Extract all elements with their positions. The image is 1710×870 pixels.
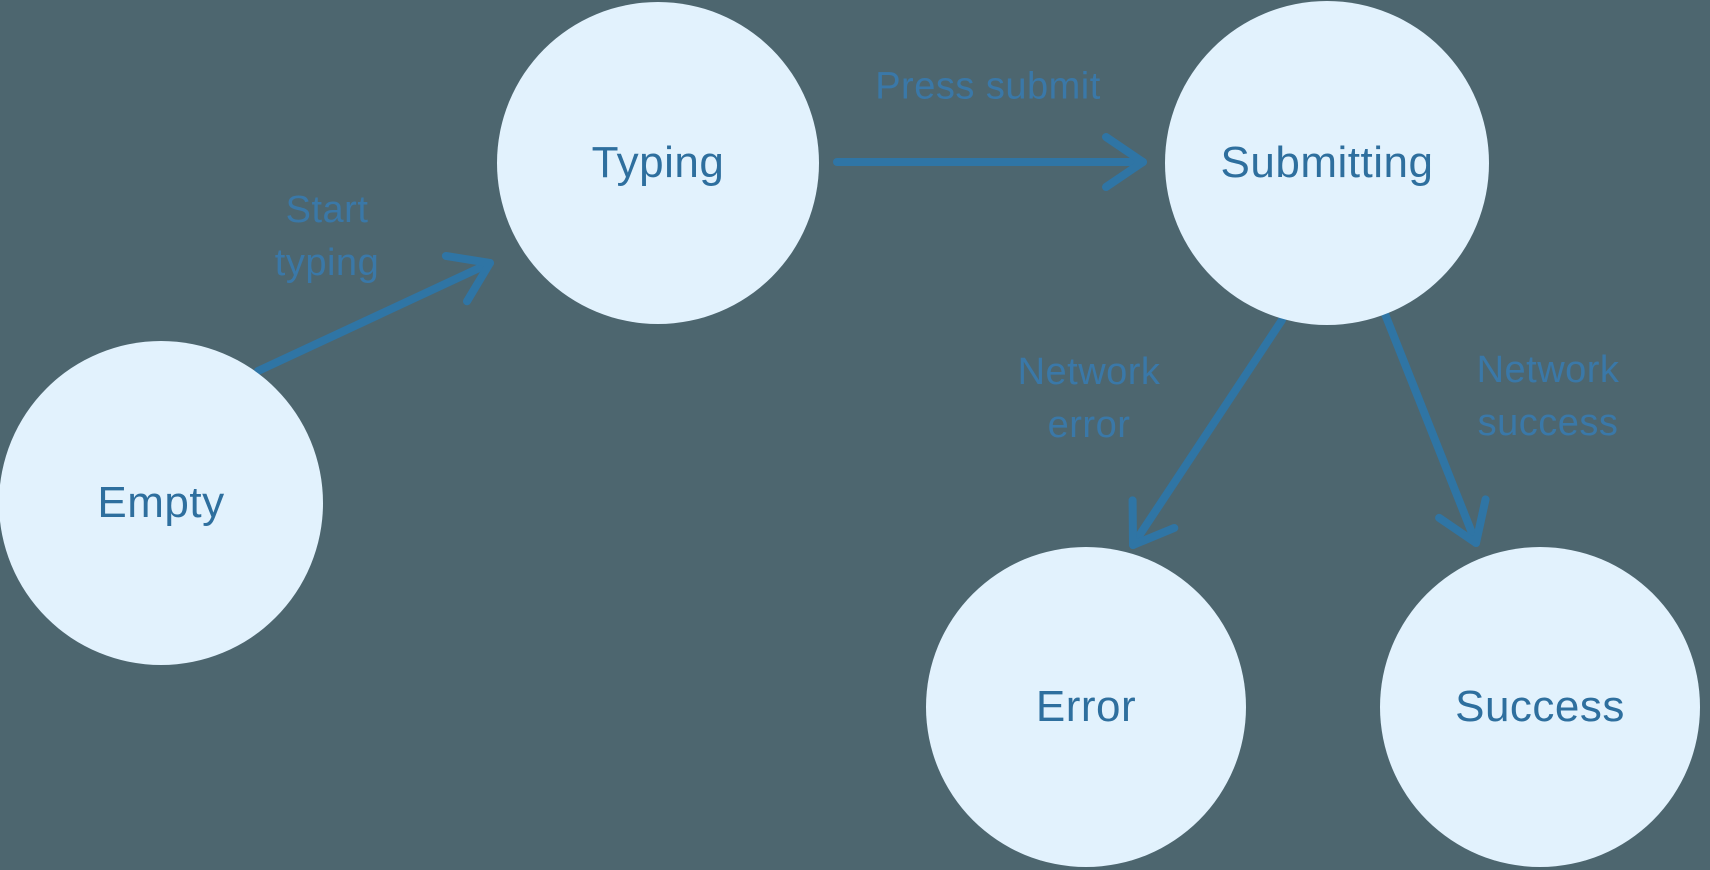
state-label-submitting: Submitting <box>1220 138 1434 187</box>
transition-label-line: Network <box>1017 351 1161 393</box>
transition-label-line: Start <box>285 189 369 231</box>
transition-label-press-submit: Press submit <box>875 61 1101 114</box>
state-label-success: Success <box>1455 682 1625 731</box>
transition-label-network-error: Network error <box>1018 346 1161 452</box>
arrow-submitting-to-success <box>1381 310 1490 547</box>
transition-label-line: typing <box>274 242 380 284</box>
state-node-empty: Empty <box>0 341 323 665</box>
transition-label-network-success: Network success <box>1477 344 1620 450</box>
state-label-error: Error <box>1035 682 1137 731</box>
transition-label-line: Press submit <box>875 65 1101 108</box>
state-node-typing: Typing <box>497 2 819 324</box>
transition-label-line: success <box>1477 402 1619 444</box>
state-node-success: Success <box>1380 547 1700 867</box>
state-node-error: Error <box>926 547 1246 867</box>
arrow-submitting-to-error <box>1128 316 1286 549</box>
state-node-submitting: Submitting <box>1165 1 1489 325</box>
arrow-empty-to-typing <box>254 251 494 375</box>
transition-label-start-typing: Start typing <box>275 184 379 290</box>
transition-label-line: error <box>1047 404 1131 446</box>
state-label-empty: Empty <box>97 478 225 527</box>
transition-label-line: Network <box>1476 349 1620 391</box>
state-label-typing: Typing <box>591 138 725 187</box>
